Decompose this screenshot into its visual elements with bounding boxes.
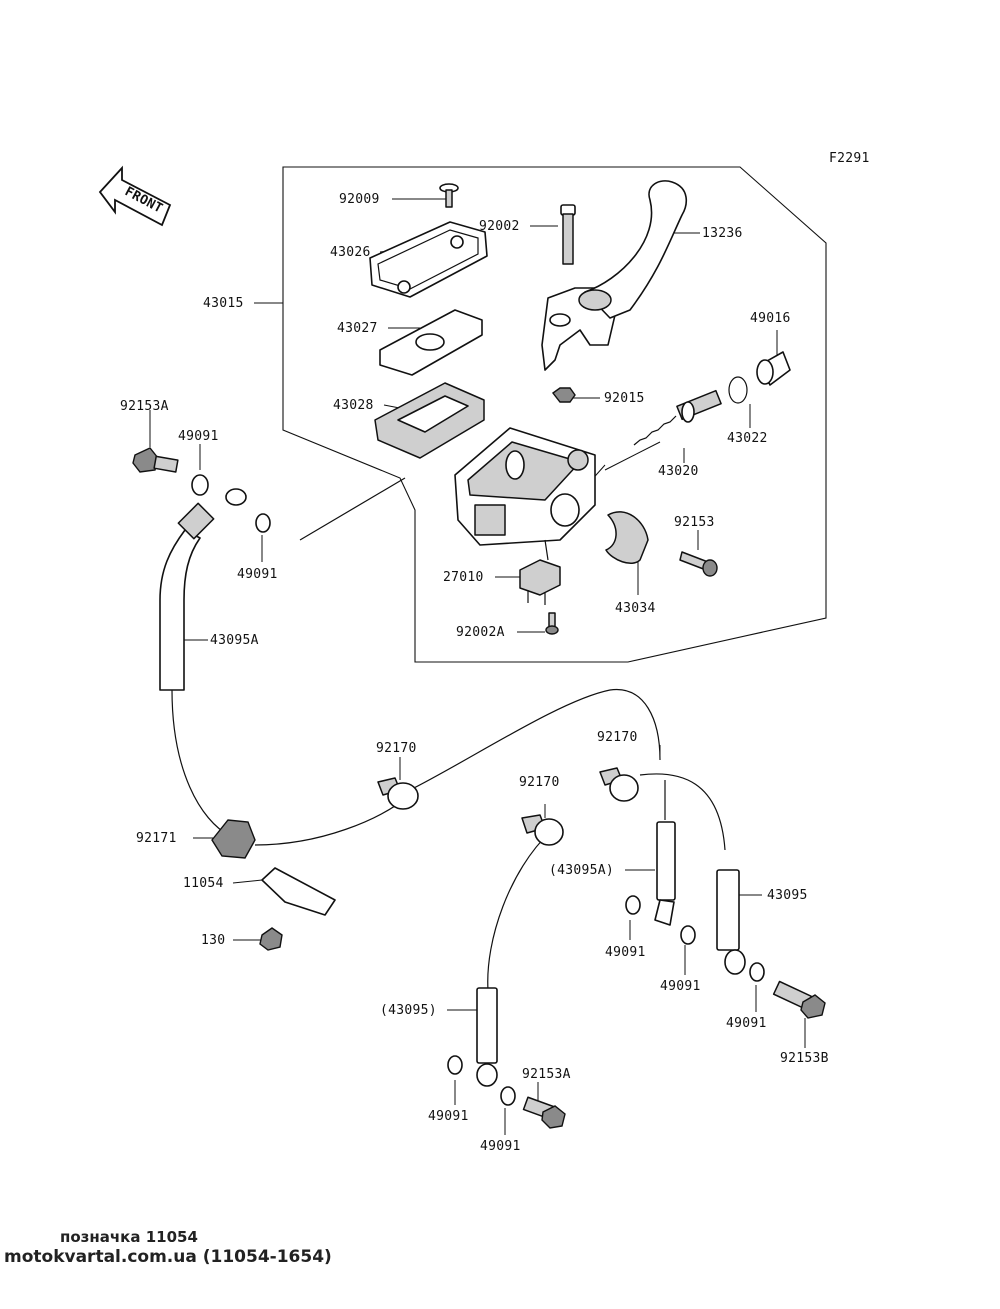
label-43095A: 43095A (210, 633, 259, 648)
part-labels: 92009 43026 43015 43027 43028 92002 1323… (120, 192, 829, 1154)
label-43015: 43015 (203, 296, 244, 311)
label-49016: 49016 (750, 311, 791, 326)
label-43022: 43022 (727, 431, 768, 446)
label-11054: 11054 (183, 876, 224, 891)
label-92009: 92009 (339, 192, 380, 207)
label-92015: 92015 (604, 391, 645, 406)
bracket-11054 (261, 867, 336, 916)
hose-43095-lower (476, 987, 498, 1087)
bolt-92002 (560, 204, 576, 265)
banjo-bolt-92153B (772, 980, 826, 1019)
washer-49091-e (749, 962, 765, 982)
label-49091-f: 49091 (428, 1109, 469, 1124)
label-43020: 43020 (658, 464, 699, 479)
grommet-92170-b (599, 767, 639, 802)
label-13236: 13236 (702, 226, 743, 241)
label-49091-b: 49091 (237, 567, 278, 582)
label-130: 130 (201, 933, 225, 948)
nut-92015 (551, 387, 576, 403)
footer-title: позначка 11054 (60, 1228, 198, 1246)
washer-49091-f (447, 1055, 463, 1075)
label-49091-e: 49091 (726, 1016, 767, 1031)
dust-boot-49016 (756, 351, 791, 386)
circlip-43022 (728, 376, 748, 404)
master-cylinder-body (454, 427, 596, 546)
grommet-92170-a (377, 777, 419, 810)
label-43034: 43034 (615, 601, 656, 616)
hose-43095A-lower (654, 821, 676, 926)
piston-43020 (633, 389, 722, 446)
banjo-bolt-92153A-bottom (522, 1096, 566, 1129)
label-49091-d: 49091 (660, 979, 701, 994)
bolt-92153 (679, 551, 718, 577)
diagram-code: F2291 (829, 151, 870, 166)
label-49091-c: 49091 (605, 945, 646, 960)
clip-92171 (211, 819, 256, 859)
label-92002: 92002 (479, 219, 520, 234)
switch-27010 (519, 539, 561, 605)
assembly-frame (282, 166, 827, 663)
washer-49091-d (680, 925, 696, 945)
clamp-43034 (605, 511, 649, 564)
label-92170-a: 92170 (376, 741, 417, 756)
washer-49091-b (255, 513, 271, 533)
label-92153A-bottom: 92153A (522, 1067, 571, 1082)
label-43026: 43026 (330, 245, 371, 260)
screw-92009 (439, 183, 459, 208)
label-43095-paren: (43095) (380, 1003, 437, 1018)
washer-49091-a (191, 474, 209, 496)
label-43095A-paren: (43095A) (549, 863, 614, 878)
label-92002A: 92002A (456, 625, 505, 640)
washer-49091-c (625, 895, 641, 915)
label-43095: 43095 (767, 888, 808, 903)
screw-92002A (545, 612, 559, 635)
label-43028: 43028 (333, 398, 374, 413)
label-92153: 92153 (674, 515, 715, 530)
label-92153A-top: 92153A (120, 399, 169, 414)
hose-43095 (716, 869, 746, 975)
front-arrow-icon: FRONT (98, 165, 172, 227)
brake-lever-13236 (541, 180, 688, 371)
label-27010: 27010 (443, 570, 484, 585)
footer-source: motokvartal.com.ua (11054-1654) (4, 1247, 332, 1267)
bolt-130 (259, 927, 283, 951)
label-92153B: 92153B (780, 1051, 829, 1066)
brake-hose-43095A (159, 488, 247, 691)
grommet-92170-c (521, 814, 564, 846)
label-92170-b: 92170 (597, 730, 638, 745)
label-49091-g: 49091 (480, 1139, 521, 1154)
label-49091-a: 49091 (178, 429, 219, 444)
banjo-bolt-92153A-top (132, 447, 179, 473)
label-92170-c: 92170 (519, 775, 560, 790)
label-43027: 43027 (337, 321, 378, 336)
label-92171: 92171 (136, 831, 177, 846)
washer-49091-g (500, 1086, 516, 1106)
